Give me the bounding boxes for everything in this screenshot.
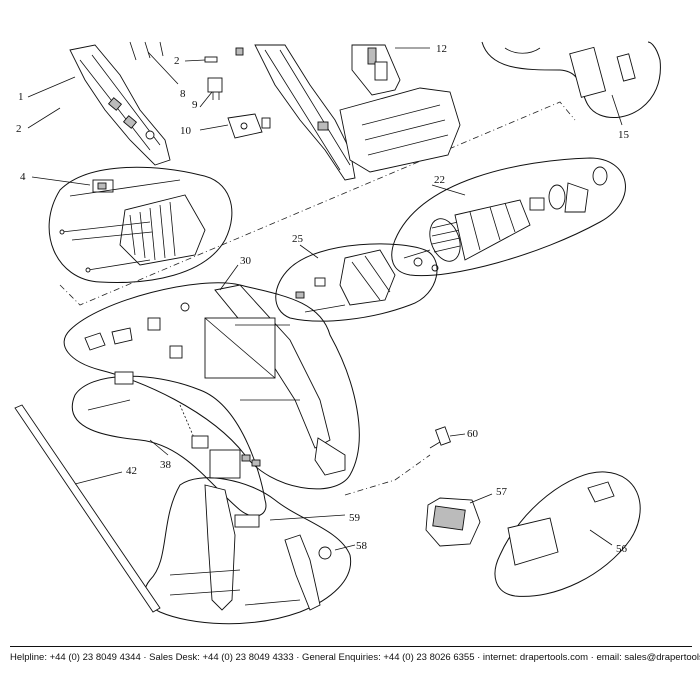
callout-4: 4 <box>20 171 26 183</box>
callout-57: 57 <box>496 486 508 498</box>
callout-9: 9 <box>192 99 198 111</box>
part-9-brush-holder <box>207 77 223 100</box>
assembly-guide-line <box>344 454 431 496</box>
leader-line <box>147 51 179 85</box>
callout-38: 38 <box>160 459 172 471</box>
leader-line <box>269 514 346 521</box>
callout-59: 59 <box>349 512 361 524</box>
part-motor-cover <box>339 44 461 173</box>
leader-line <box>199 124 229 131</box>
callout-15: 15 <box>618 129 630 141</box>
callout-22: 22 <box>434 174 445 186</box>
callout-2: 2 <box>16 123 22 135</box>
footer-contact-line: Helpline: +44 (0) 23 8049 4344 · Sales D… <box>10 652 700 663</box>
callout-58: 58 <box>356 540 368 552</box>
leader-line <box>469 493 493 504</box>
callout-12: 12 <box>436 43 447 55</box>
leader-line <box>149 439 169 456</box>
leader-line <box>31 176 91 186</box>
callout-8: 8 <box>180 88 186 100</box>
part-8-brush-springs <box>129 41 244 63</box>
leader-line <box>199 91 213 108</box>
part-housing-half-centre <box>254 44 356 181</box>
leader-line <box>431 184 466 196</box>
callout-25: 25 <box>292 233 304 245</box>
assembly-guide-line <box>59 101 576 306</box>
part-25-gear-housing-group <box>275 243 438 322</box>
part-56-charger-group <box>494 471 641 597</box>
part-58-lower-group <box>144 477 352 625</box>
part-10-switch-bracket <box>227 113 271 139</box>
part-42-guide-bar <box>14 404 161 613</box>
leader-line <box>27 107 61 129</box>
leader-line <box>74 471 123 485</box>
callout-56: 56 <box>616 543 628 555</box>
part-30-switch-group <box>63 282 360 490</box>
leader-line <box>299 244 319 259</box>
callout-1: 1 <box>18 91 24 103</box>
leader-line <box>611 94 623 126</box>
callout-60: 60 <box>467 428 479 440</box>
callout-2: 2 <box>174 55 180 67</box>
leader-line <box>184 59 206 62</box>
leader-line <box>449 433 466 437</box>
leader-line <box>219 264 239 291</box>
part-57-battery <box>425 497 481 547</box>
leader-line <box>334 544 356 551</box>
part-4-field-stator-group <box>48 166 233 283</box>
part-1-housing-half <box>69 44 171 166</box>
callout-30: 30 <box>240 255 252 267</box>
part-22-armature-group <box>391 157 626 277</box>
footer-rule <box>10 646 692 647</box>
callout-10: 10 <box>180 125 192 137</box>
part-60-pin <box>429 426 452 449</box>
part-38-trigger-group <box>71 371 267 517</box>
leader-line <box>589 529 613 546</box>
callout-42: 42 <box>126 465 137 477</box>
leader-line <box>27 76 76 98</box>
part-15-group <box>481 41 661 119</box>
